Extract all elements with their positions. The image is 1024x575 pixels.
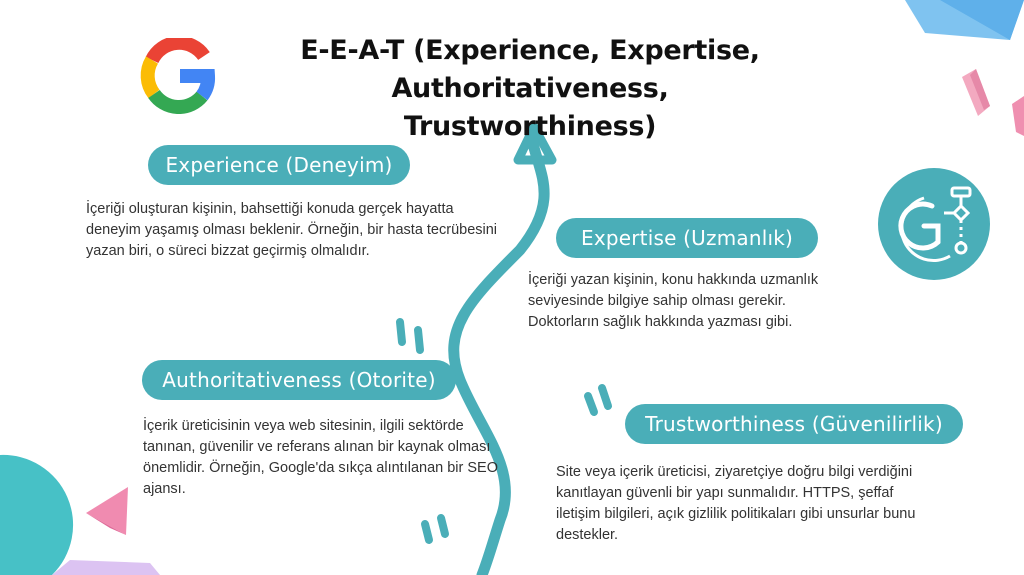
pink-pyramid-shape [86,487,128,535]
title-line-1: E-E-A-T (Experience, Expertise, [300,35,760,66]
teal-quarter-circle-shape [0,454,74,575]
path-arrow-triangle [513,122,557,165]
expertise-description: İçeriği yazan kişinin, konu hakkında uzm… [528,272,819,330]
title-line-2: Authoritativeness, Trustworthiness) [391,73,669,142]
trustworthiness-label: Trustworthiness (Güvenilirlik) [625,404,963,444]
page-title: E-E-A-T (Experience, Expertise, Authorit… [270,32,790,146]
authoritativeness-description: İçerik üreticisinin veya web sitesinin, … [143,418,498,497]
experience-label: Experience (Deneyim) [148,145,410,185]
lilac-shape [52,560,160,575]
trustworthiness-description: Site veya içerik üreticisi, ziyaretçiye … [556,464,916,543]
pink-prism-shape-2 [1012,96,1024,136]
seo-g-circuit-icon [878,168,990,280]
winding-path-line [448,134,550,575]
expertise-label: Expertise (Uzmanlık) [556,218,818,258]
authoritativeness-label: Authoritativeness (Otorite) [142,360,456,400]
experience-description: İçeriği oluşturan kişinin, bahsettiği ko… [86,201,498,259]
google-g-logo-icon [140,38,216,114]
